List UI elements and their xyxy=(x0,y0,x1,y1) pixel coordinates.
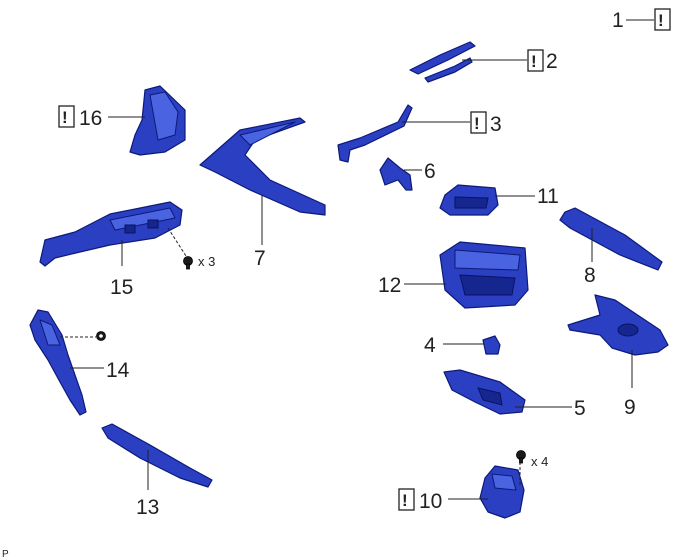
footer-code: P xyxy=(2,549,9,560)
clip-icon-14 xyxy=(96,331,106,341)
part-5-panel xyxy=(443,369,526,415)
callout-15: 15 xyxy=(110,276,133,299)
callout-1: 1 xyxy=(612,9,624,32)
warning-mark-1: ! xyxy=(658,11,664,30)
bolt-icon-10 xyxy=(516,450,526,464)
callout-6: 6 xyxy=(424,160,436,183)
part-15-panel xyxy=(39,201,183,267)
warning-mark-16: ! xyxy=(62,108,68,127)
warning-icon-2 xyxy=(527,49,544,72)
callout-5: 5 xyxy=(574,397,586,420)
callout-14: 14 xyxy=(106,359,130,382)
warning-mark-2: ! xyxy=(531,52,537,71)
callout-3: 3 xyxy=(490,113,502,136)
callout-2: 2 xyxy=(546,50,558,73)
part-7-panel xyxy=(199,117,326,216)
callout-8: 8 xyxy=(584,264,596,287)
part-16-trim xyxy=(129,85,186,156)
part-9-console xyxy=(567,294,669,356)
part-10-assembly xyxy=(479,465,525,519)
part-14-pillar xyxy=(29,309,87,416)
screw-icon-15 xyxy=(183,256,193,270)
warning-mark-3: ! xyxy=(474,114,480,133)
warning-icon-10 xyxy=(398,488,415,511)
callout-4: 4 xyxy=(424,334,436,357)
bolt-qty-10: x 4 xyxy=(531,454,548,469)
leader-15-dashed xyxy=(167,227,187,257)
warning-icon-1 xyxy=(654,8,671,31)
screw-qty-15: x 3 xyxy=(198,254,215,269)
callout-13: 13 xyxy=(136,496,159,519)
part-12-box xyxy=(439,241,529,309)
callout-9: 9 xyxy=(624,396,636,419)
callout-7: 7 xyxy=(254,247,266,270)
part-11-box xyxy=(439,184,499,216)
part-3-rod xyxy=(337,104,413,163)
part-13-trim xyxy=(101,423,213,488)
warning-icon-16 xyxy=(58,105,75,128)
callout-11: 11 xyxy=(537,185,559,208)
callout-16: 16 xyxy=(79,107,102,130)
callout-10: 10 xyxy=(419,490,442,513)
part-4-cap xyxy=(482,335,501,355)
part-8-trim xyxy=(559,207,663,271)
warning-mark-10: ! xyxy=(402,491,408,510)
part-6-bracket xyxy=(379,157,413,191)
warning-icon-3 xyxy=(470,111,487,134)
callout-12: 12 xyxy=(378,274,401,297)
part-2-bracket xyxy=(409,41,476,83)
